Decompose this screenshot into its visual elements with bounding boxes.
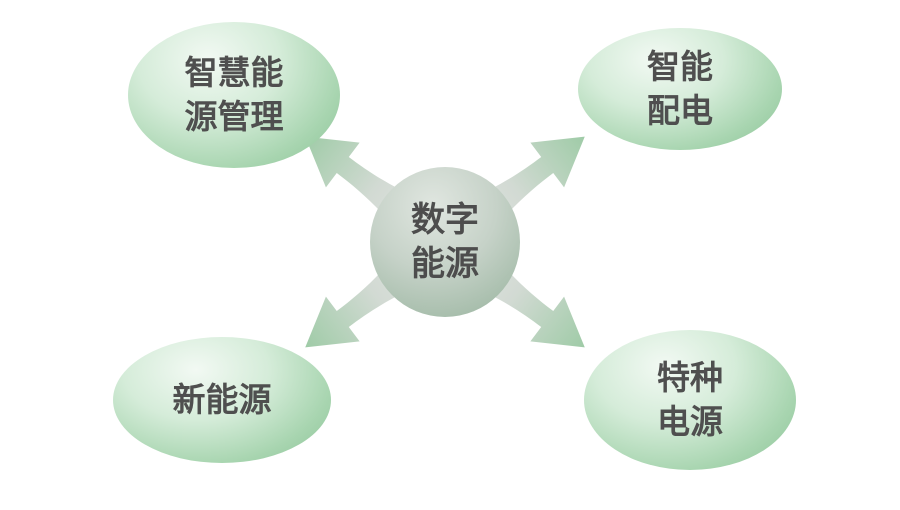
node-label-line: 智能 (647, 47, 713, 87)
node-smart-energy-management: 智慧能 源管理 (128, 22, 340, 168)
center-label-line: 数字 (411, 199, 479, 240)
node-special-power-supply: 特种 电源 (584, 330, 796, 470)
node-label-line: 电源 (657, 402, 723, 441)
center-label-line: 能源 (411, 244, 479, 284)
node-label-line: 智慧能 (184, 53, 284, 93)
node-new-energy: 新能源 (113, 337, 331, 463)
node-label-line: 配电 (647, 91, 713, 130)
node-intelligent-power-distribution: 智能 配电 (578, 28, 782, 150)
center-node-digital-energy: 数字 能源 (370, 167, 520, 317)
node-label-line: 源管理 (184, 97, 284, 136)
node-label-line: 新能源 (172, 380, 272, 420)
node-label-line: 特种 (657, 358, 723, 398)
